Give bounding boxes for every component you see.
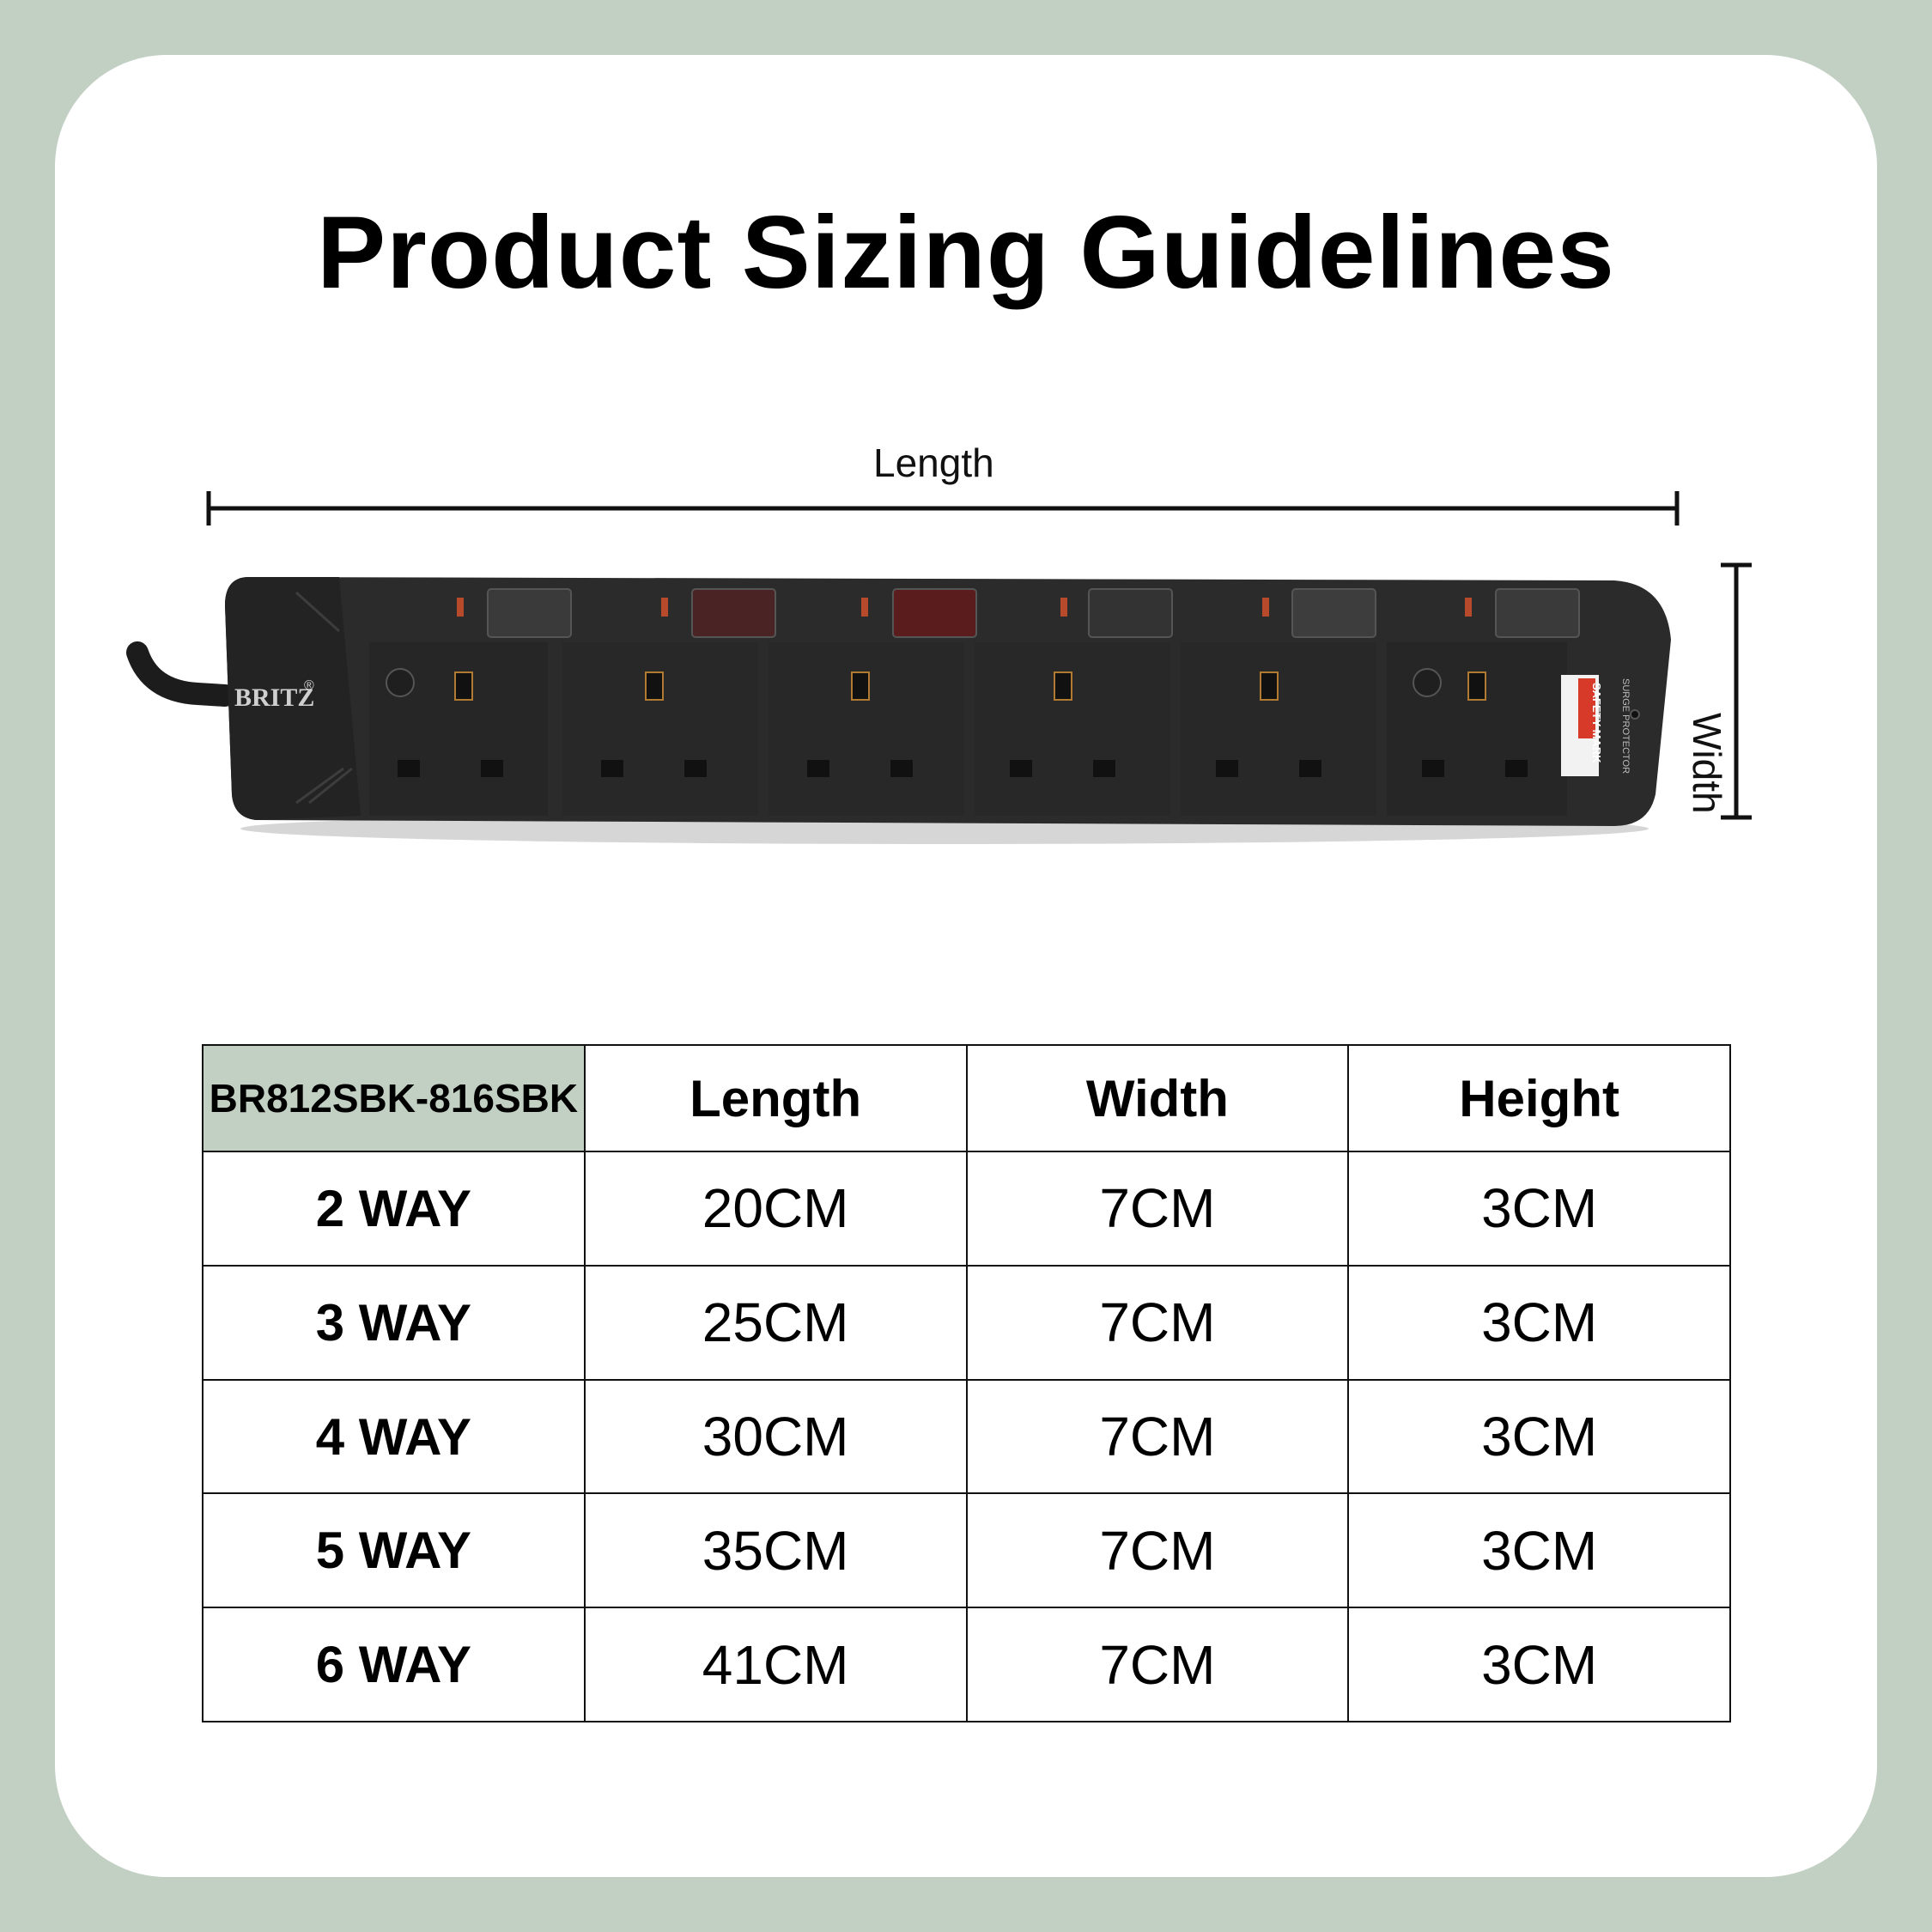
table-header-row: BR812SBK-816SBK Length Width Height [202, 1043, 1731, 1153]
power-cable [126, 641, 236, 707]
product-illustration: BRITZ ® [126, 491, 1752, 844]
cell-length: 25CM [583, 1264, 968, 1381]
table-row: 5 WAY 35CM 7CM 3CM [202, 1492, 1731, 1609]
outlet-3 [769, 588, 977, 816]
row-label: 6 WAY [202, 1607, 586, 1722]
table-row: 4 WAY 30CM 7CM 3CM [202, 1378, 1731, 1495]
outlet-1 [369, 588, 572, 816]
table-row: 2 WAY 20CM 7CM 3CM [202, 1151, 1731, 1267]
length-dimension-line [206, 491, 1680, 526]
page-title: Product Sizing Guidelines [317, 195, 1615, 310]
model-header: BR812SBK-816SBK [202, 1043, 586, 1153]
cell-length: 35CM [583, 1492, 968, 1609]
table-row: 3 WAY 25CM 7CM 3CM [202, 1264, 1731, 1381]
width-dimension-line [1721, 562, 1752, 820]
outlet-5 [1181, 588, 1376, 816]
cell-width: 7CM [965, 1151, 1350, 1267]
header-length: Length [583, 1043, 968, 1153]
size-table: BR812SBK-816SBK Length Width Height 2 WA… [202, 1043, 1731, 1722]
surge-protector-label: SURGE PROTECTOR [1620, 678, 1631, 774]
header-width: Width [965, 1043, 1350, 1153]
cell-width: 7CM [965, 1607, 1350, 1722]
cell-width: 7CM [965, 1378, 1350, 1495]
cell-height: 3CM [1347, 1264, 1731, 1381]
row-label: 2 WAY [202, 1151, 586, 1267]
brand-registered-mark: ® [304, 678, 314, 693]
cell-length: 20CM [583, 1151, 968, 1267]
outlet-4 [975, 588, 1173, 816]
length-dimension-label: Length [873, 440, 994, 485]
safety-mark-sticker: SAFETY MARK [1561, 675, 1603, 776]
cell-length: 30CM [583, 1378, 968, 1495]
cell-height: 3CM [1347, 1151, 1731, 1267]
outlet-2 [562, 588, 776, 816]
strip-end-cap [225, 577, 361, 820]
cell-width: 7CM [965, 1264, 1350, 1381]
table-row: 6 WAY 41CM 7CM 3CM [202, 1607, 1731, 1722]
outlet-6 [1387, 588, 1580, 816]
cell-width: 7CM [965, 1492, 1350, 1609]
cell-height: 3CM [1347, 1492, 1731, 1609]
cell-height: 3CM [1347, 1378, 1731, 1495]
cell-height: 3CM [1347, 1607, 1731, 1722]
cell-length: 41CM [583, 1607, 968, 1722]
header-height: Height [1347, 1043, 1731, 1153]
row-label: 4 WAY [202, 1378, 586, 1495]
brand-logo: BRITZ [234, 683, 314, 712]
row-label: 3 WAY [202, 1264, 586, 1381]
row-label: 5 WAY [202, 1492, 586, 1609]
svg-text:SAFETY MARK: SAFETY MARK [1590, 683, 1603, 763]
